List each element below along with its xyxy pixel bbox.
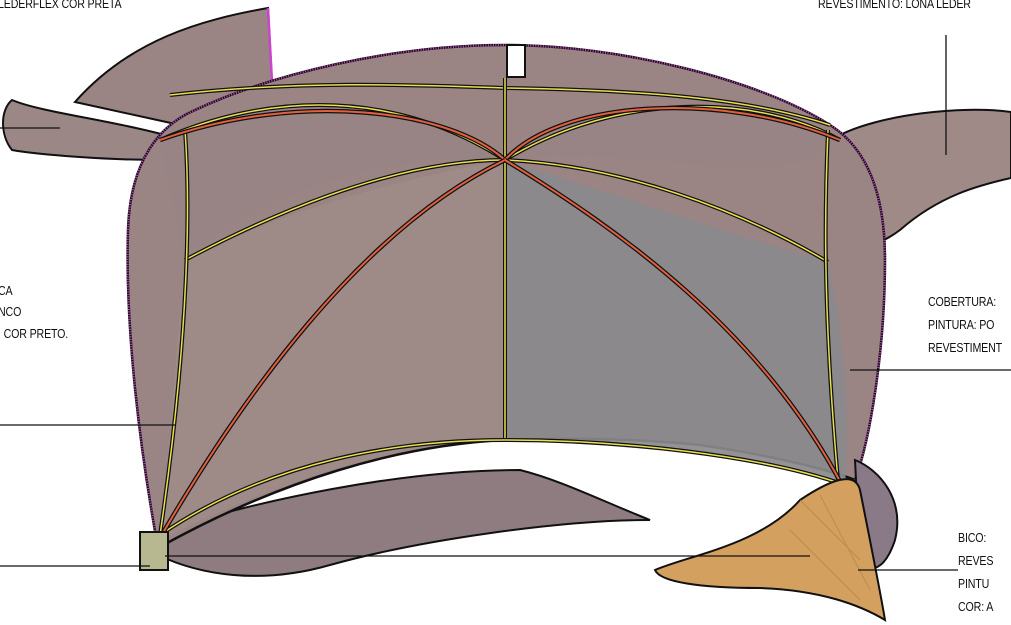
base-block bbox=[139, 531, 169, 571]
label-top-right: REVESTIMENTO: LONA LEDER bbox=[818, 0, 971, 11]
label-top-left: LEDERFLEX COR PRETA bbox=[0, 0, 122, 11]
label-bottom-right-line-4: COR: A bbox=[958, 599, 994, 614]
shell-edge bbox=[126, 43, 887, 549]
label-mid-left-line-1: CA bbox=[0, 283, 13, 298]
beak bbox=[653, 478, 887, 622]
top-panel bbox=[160, 106, 840, 260]
label-bottom-right-line-1: BICO: bbox=[958, 530, 987, 545]
label-bottom-right-line-3: PINTU bbox=[958, 576, 990, 591]
bottom-hem bbox=[157, 468, 651, 577]
leader-lines bbox=[0, 35, 1011, 571]
label-mid-left-line-2: NCO bbox=[0, 304, 22, 319]
label-mid-right-line-2: PINTURA: PO bbox=[928, 317, 995, 332]
left-ear bbox=[2, 98, 167, 162]
label-bottom-right-line-2: REVES bbox=[958, 553, 994, 568]
label-mid-right-line-3: REVESTIMENT bbox=[928, 340, 1003, 355]
label-mid-left-line-3: , COR PRETO. bbox=[0, 326, 69, 341]
top-notch bbox=[506, 44, 526, 78]
label-mid-right-line-1: COBERTURA: bbox=[928, 294, 997, 309]
seams bbox=[158, 78, 846, 540]
right-panel bbox=[505, 160, 847, 485]
